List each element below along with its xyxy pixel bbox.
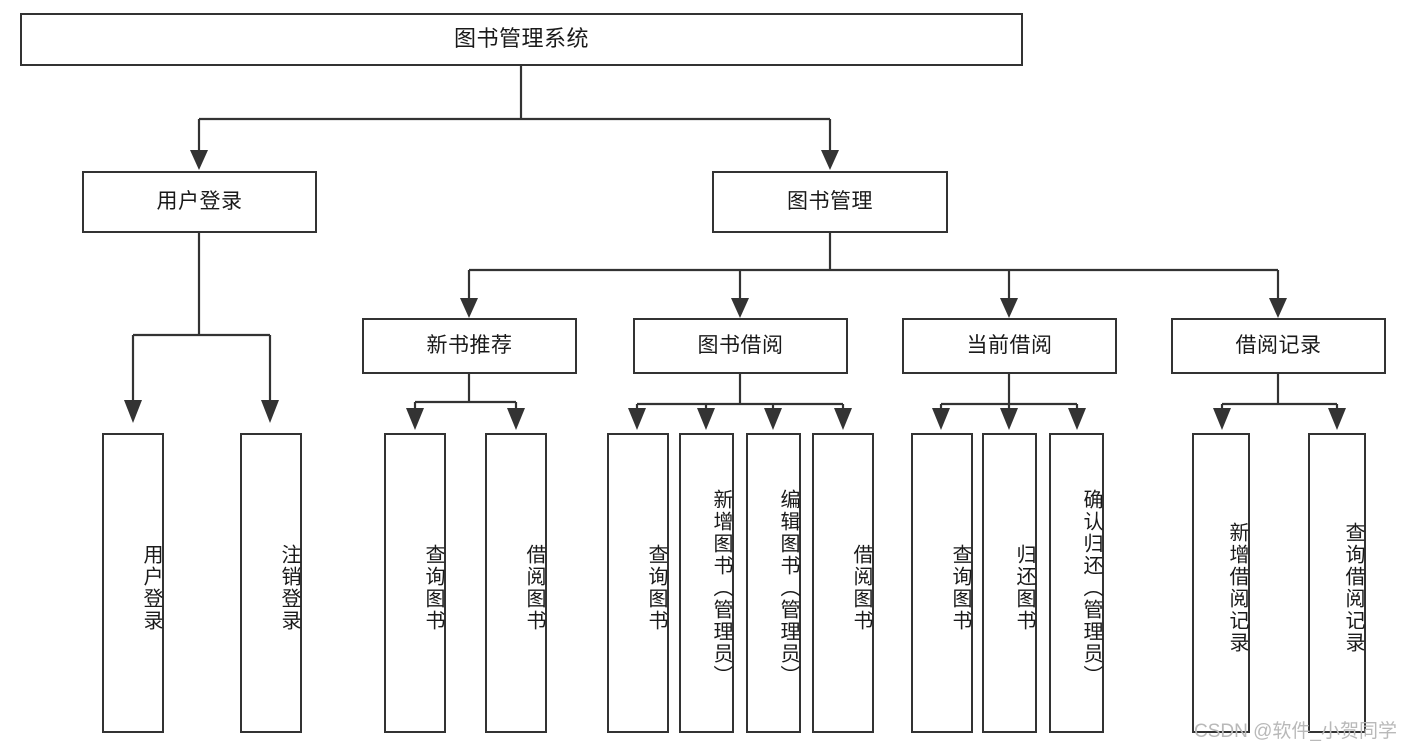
arrowhead-borrow-record-leaf2 bbox=[1328, 408, 1346, 430]
leaf-label: 新增借阅记录 bbox=[1226, 522, 1248, 654]
node-current-borrow-label: 当前借阅 bbox=[966, 334, 1053, 358]
node-borrow-record[interactable]: 借阅记录 bbox=[1171, 318, 1386, 374]
leaf-new-book-query-book[interactable]: 查询图书 bbox=[384, 433, 446, 733]
leaf-borrow-record-add-record[interactable]: 新增借阅记录 bbox=[1192, 433, 1250, 733]
leaf-label: 归还图书 bbox=[1013, 544, 1035, 632]
arrowhead-book-borrow-leaf1 bbox=[628, 408, 646, 430]
arrowhead-new-book-leaf1 bbox=[406, 408, 424, 430]
leaf-book-borrow-add-book-admin[interactable]: 新增图书（管理员） bbox=[679, 433, 734, 733]
node-book-manage[interactable]: 图书管理 bbox=[712, 171, 948, 233]
leaf-user-login-logout[interactable]: 注销登录 bbox=[240, 433, 302, 733]
arrowhead-user-login-leaf2 bbox=[261, 400, 279, 423]
node-root-system[interactable]: 图书管理系统 bbox=[20, 13, 1023, 66]
arrowhead-current-borrow-leaf1 bbox=[932, 408, 950, 430]
leaf-current-borrow-query-book[interactable]: 查询图书 bbox=[911, 433, 973, 733]
arrowhead-current-borrow bbox=[1000, 298, 1018, 318]
arrowhead-book-manage bbox=[821, 150, 839, 170]
node-book-manage-label: 图书管理 bbox=[787, 190, 873, 214]
leaf-book-borrow-query-book[interactable]: 查询图书 bbox=[607, 433, 669, 733]
node-user-login[interactable]: 用户登录 bbox=[82, 171, 317, 233]
leaf-label: 注销登录 bbox=[278, 544, 300, 632]
leaf-borrow-record-query-record[interactable]: 查询借阅记录 bbox=[1308, 433, 1366, 733]
arrowhead-user-login-leaf1 bbox=[124, 400, 142, 423]
leaf-label: 借阅图书 bbox=[850, 544, 872, 632]
leaf-label: 用户登录 bbox=[140, 544, 162, 632]
node-current-borrow[interactable]: 当前借阅 bbox=[902, 318, 1117, 374]
leaf-label: 确认归还（管理员） bbox=[1080, 489, 1102, 687]
arrowhead-new-book-leaf2 bbox=[507, 408, 525, 430]
arrowhead-book-borrow-leaf3 bbox=[764, 408, 782, 430]
node-new-book-recommend[interactable]: 新书推荐 bbox=[362, 318, 577, 374]
leaf-label: 查询图书 bbox=[422, 544, 444, 632]
node-borrow-record-label: 借阅记录 bbox=[1235, 334, 1322, 358]
node-book-borrow[interactable]: 图书借阅 bbox=[633, 318, 848, 374]
arrowhead-user-login bbox=[190, 150, 208, 170]
leaf-user-login-login[interactable]: 用户登录 bbox=[102, 433, 164, 733]
leaf-current-borrow-return-book[interactable]: 归还图书 bbox=[982, 433, 1037, 733]
arrowhead-book-borrow-leaf2 bbox=[697, 408, 715, 430]
leaf-new-book-borrow-book[interactable]: 借阅图书 bbox=[485, 433, 547, 733]
arrowhead-book-borrow bbox=[731, 298, 749, 318]
node-new-book-recommend-label: 新书推荐 bbox=[426, 334, 513, 358]
leaf-label: 查询借阅记录 bbox=[1342, 522, 1364, 654]
arrowhead-current-borrow-leaf2 bbox=[1000, 408, 1018, 430]
leaf-label: 新增图书（管理员） bbox=[710, 489, 732, 687]
node-book-borrow-label: 图书借阅 bbox=[697, 334, 784, 358]
arrowhead-borrow-record bbox=[1269, 298, 1287, 318]
arrowhead-book-borrow-leaf4 bbox=[834, 408, 852, 430]
node-root-label: 图书管理系统 bbox=[453, 26, 589, 52]
arrowhead-borrow-record-leaf1 bbox=[1213, 408, 1231, 430]
arrowhead-new-book bbox=[460, 298, 478, 318]
leaf-label: 查询图书 bbox=[949, 544, 971, 632]
leaf-label: 借阅图书 bbox=[523, 544, 545, 632]
leaf-label: 编辑图书（管理员） bbox=[777, 489, 799, 687]
leaf-current-borrow-confirm-return-admin[interactable]: 确认归还（管理员） bbox=[1049, 433, 1104, 733]
leaf-label: 查询图书 bbox=[645, 544, 667, 632]
leaf-book-borrow-edit-book-admin[interactable]: 编辑图书（管理员） bbox=[746, 433, 801, 733]
csdn-watermark: CSDN @软件_小贺同学 bbox=[1194, 721, 1397, 742]
leaf-book-borrow-borrow-book[interactable]: 借阅图书 bbox=[812, 433, 874, 733]
node-user-login-label: 用户登录 bbox=[156, 190, 243, 214]
arrowhead-current-borrow-leaf3 bbox=[1068, 408, 1086, 430]
